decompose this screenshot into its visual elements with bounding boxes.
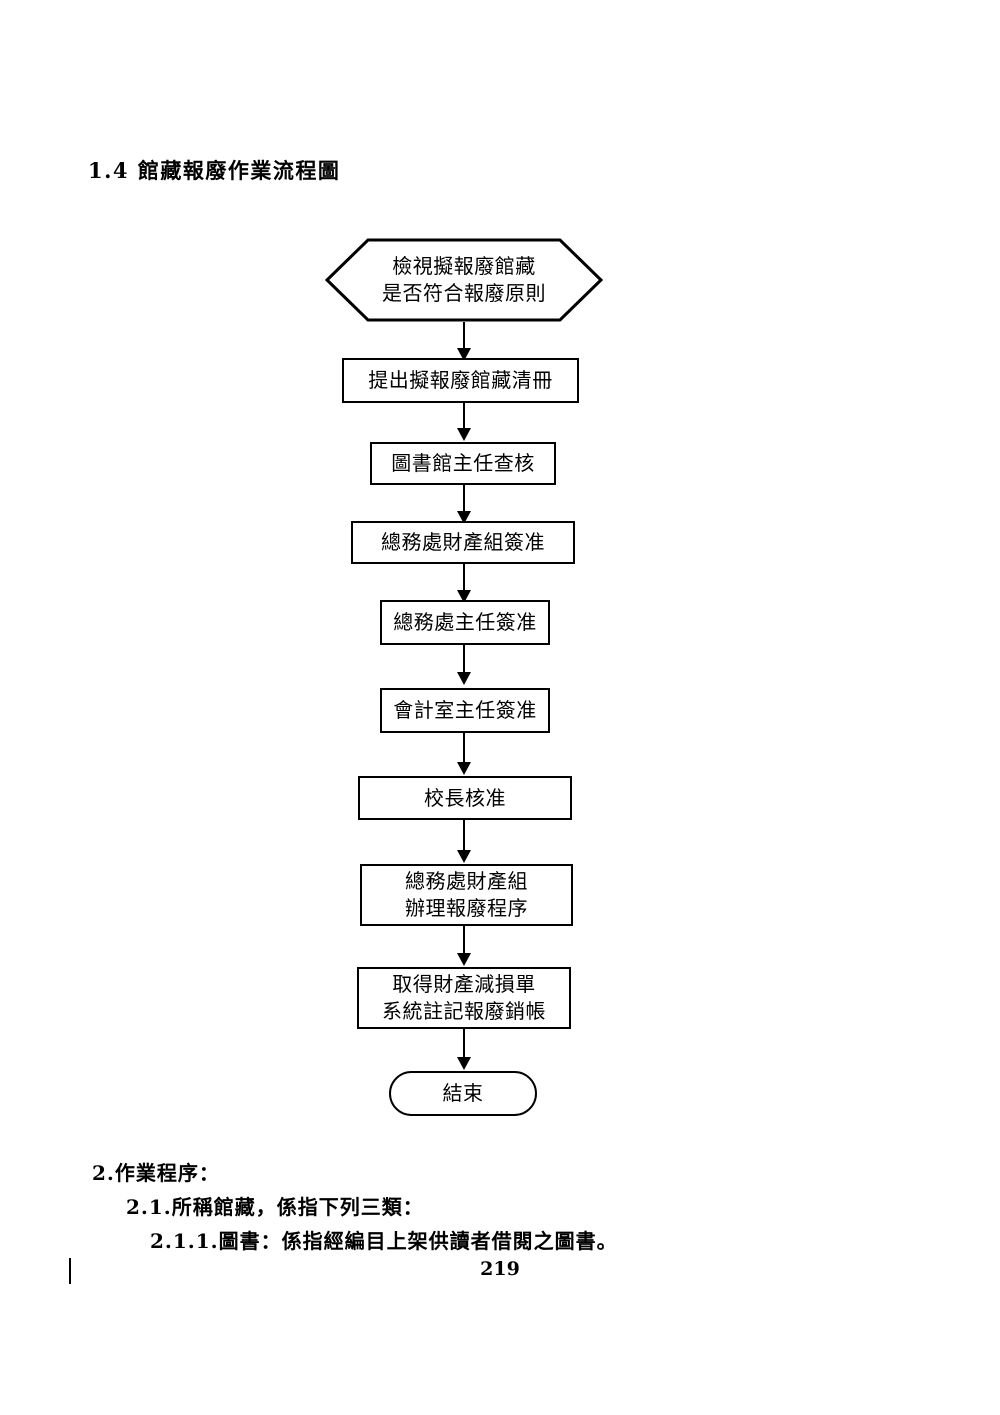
procedure-item-1: 2.作業程序：: [92, 1161, 220, 1185]
flow-node-line: 總務處財產組: [405, 869, 528, 893]
flow-node-submit-list: 提出擬報廢館藏清冊: [342, 358, 579, 403]
flow-node-line: 取得財產減損單: [392, 972, 536, 996]
margin-change-bar: [69, 1258, 71, 1284]
arrow-head-icon: [457, 672, 471, 685]
connector-line: [463, 733, 465, 771]
connector-line: [463, 820, 465, 858]
arrow-head-icon: [457, 511, 471, 524]
flow-node-end: 結束: [389, 1071, 537, 1116]
flow-node-line: 檢視擬報廢館藏: [392, 254, 536, 278]
flow-node-line: 總務處財產組簽准: [381, 530, 545, 554]
flow-node-line: 提出擬報廢館藏清冊: [368, 368, 553, 392]
flow-node-line: 會計室主任簽准: [393, 698, 537, 722]
flow-node-general-affairs-director-approve: 總務處主任簽准: [380, 600, 550, 645]
connector-line: [463, 322, 465, 356]
connector-line: [463, 564, 465, 599]
connector-line: [463, 403, 465, 435]
procedure-item-2: 2.1.所稱館藏，係指下列三類：: [126, 1195, 424, 1219]
page-number: 219: [480, 1258, 520, 1280]
flow-node-review-decision-label: 檢視擬報廢館藏 是否符合報廢原則: [382, 253, 546, 307]
hexagon-shape-icon: [325, 238, 603, 322]
flow-node-accounting-director-approve: 會計室主任簽准: [380, 688, 550, 733]
connector-line: [463, 645, 465, 681]
flow-node-line: 系統註記報廢銷帳: [382, 999, 546, 1023]
flow-node-review-decision: 檢視擬報廢館藏 是否符合報廢原則: [325, 238, 603, 322]
arrow-head-icon: [457, 590, 471, 603]
arrow-head-icon: [457, 953, 471, 966]
flow-node-line: 辦理報廢程序: [405, 896, 528, 920]
flow-node-property-section-process: 總務處財產組 辦理報廢程序: [360, 864, 573, 926]
flow-node-line: 總務處主任簽准: [393, 610, 537, 634]
flow-node-line: 圖書館主任查核: [391, 451, 535, 475]
flow-node-property-section-approve: 總務處財產組簽准: [351, 521, 575, 564]
connector-line: [463, 926, 465, 956]
arrow-head-icon: [457, 428, 471, 441]
arrow-head-icon: [457, 762, 471, 775]
flow-node-line: 結束: [442, 1081, 484, 1105]
flow-node-library-director-check: 圖書館主任查核: [370, 442, 556, 485]
flow-node-line: 是否符合報廢原則: [382, 281, 546, 305]
procedure-item-3: 2.1.1.圖書：係指經編目上架供讀者借閱之圖書。: [150, 1229, 618, 1253]
flow-node-line: 校長核准: [424, 785, 506, 810]
page-title: 1.4 館藏報廢作業流程圖: [88, 158, 341, 183]
connector-line: [463, 485, 465, 520]
flow-node-president-approve: 校長核准: [358, 776, 572, 820]
arrow-head-icon: [457, 348, 471, 361]
flow-node-obtain-loss-form: 取得財產減損單 系統註記報廢銷帳: [357, 967, 571, 1029]
connector-line: [463, 1029, 465, 1061]
arrow-head-icon: [457, 850, 471, 863]
arrow-head-icon: [457, 1057, 471, 1070]
